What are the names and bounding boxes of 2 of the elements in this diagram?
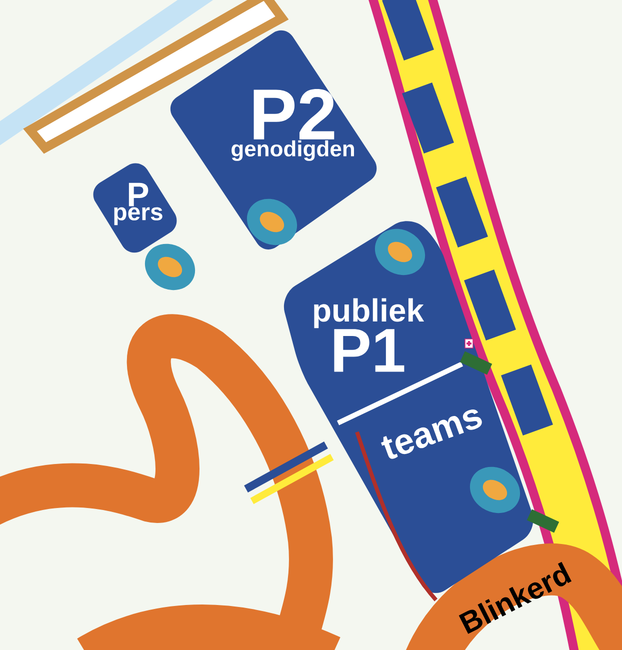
parking-area: P2 genodigden bbox=[170, 30, 377, 250]
parking-area: P pers bbox=[93, 163, 177, 253]
